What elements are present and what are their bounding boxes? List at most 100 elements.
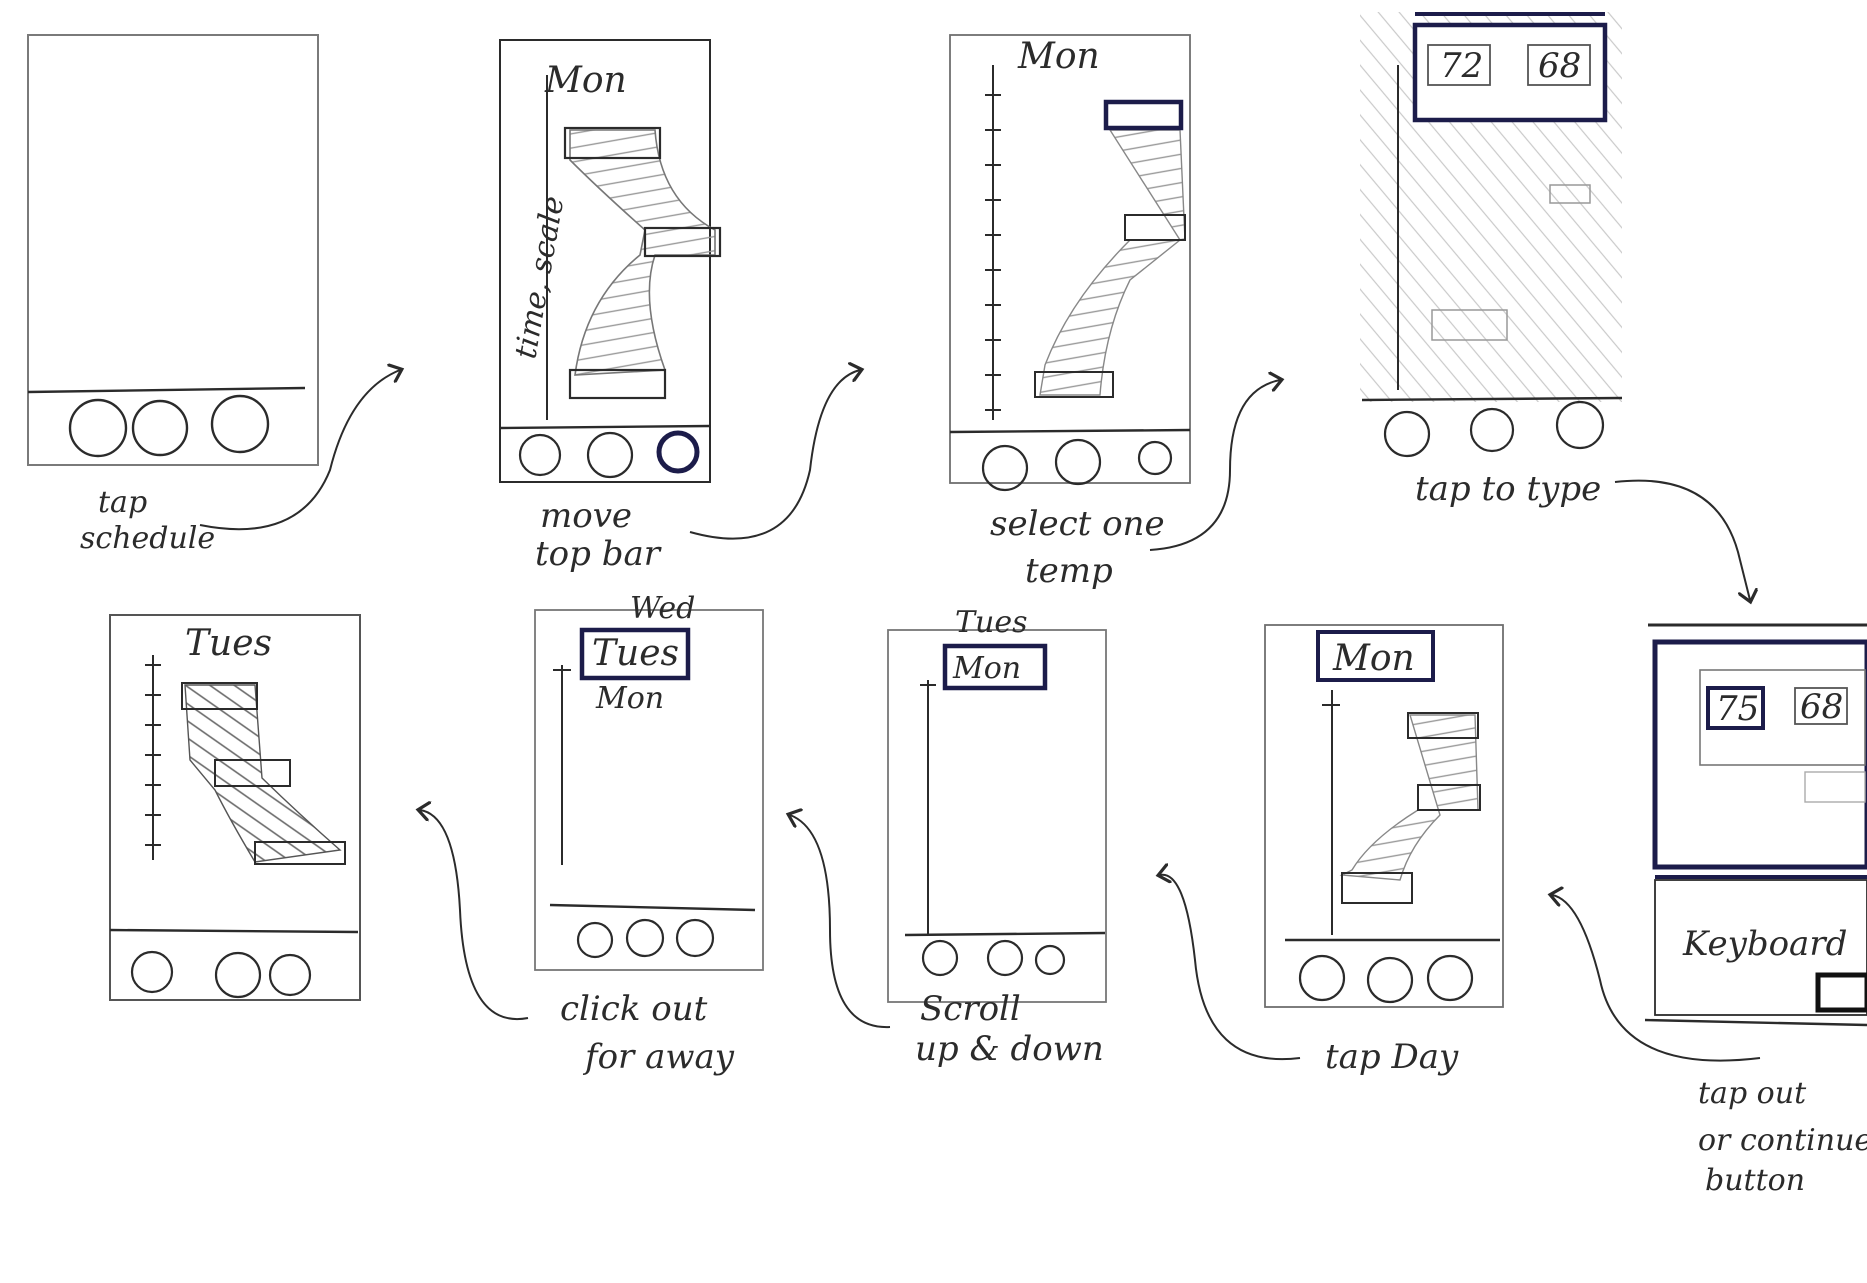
- nav-button-2-icon[interactable]: [1469, 407, 1515, 453]
- low-temp-field[interactable]: [1527, 44, 1591, 86]
- arrow-4-to-5: [1614, 479, 1750, 600]
- annotation-tap-out-1: tap out: [1698, 1076, 1807, 1111]
- schedule-button-icon[interactable]: [656, 430, 700, 474]
- high-temp-value: 75: [1716, 689, 1759, 729]
- day-selector[interactable]: [1316, 630, 1435, 682]
- day-above-label[interactable]: Wed: [630, 591, 695, 626]
- temp-handle-top[interactable]: [181, 682, 258, 710]
- temperature-band: [1339, 714, 1479, 881]
- screen-6-graph: Mon: [1264, 624, 1504, 1008]
- high-temp-field[interactable]: [1706, 686, 1765, 730]
- axis-label: time, scale: [508, 193, 571, 361]
- high-temp-field[interactable]: [1427, 44, 1491, 86]
- nav-button-2-icon[interactable]: [625, 918, 665, 958]
- nav-button-2-icon[interactable]: [1366, 956, 1414, 1004]
- temp-handle-top[interactable]: [1407, 712, 1479, 739]
- nav-button-3-icon[interactable]: [675, 918, 715, 958]
- day-selected-label[interactable]: Tues: [592, 633, 679, 674]
- annotations: tap schedule move top bar select one tem…: [80, 469, 1867, 1198]
- temp-handle-middle[interactable]: [1124, 214, 1186, 241]
- screen-4-temp-popup: 72 68: [1360, 12, 1623, 458]
- annotation-scroll-2: up & down: [915, 1029, 1104, 1069]
- day-label[interactable]: Mon: [1332, 638, 1415, 679]
- temperature-band: [569, 129, 716, 376]
- screen-3-select-temp: Mon: [949, 34, 1191, 492]
- day-above-label[interactable]: Tues: [955, 605, 1027, 640]
- annotation-scroll-1: Scroll: [920, 989, 1021, 1029]
- nav-button-1-icon[interactable]: [921, 939, 959, 977]
- nav-button-1-icon[interactable]: [518, 433, 562, 477]
- day-label[interactable]: Mon: [544, 60, 627, 101]
- arrow-2-to-3: [689, 370, 860, 540]
- screen-5-keyboard-entry: 75 68 Keyboard: [1644, 623, 1867, 1027]
- annotation-select-temp-1: select one: [990, 504, 1165, 544]
- screen-7-day-scroll: Tues Mon: [887, 605, 1107, 1003]
- temp-handle-bottom[interactable]: [1034, 371, 1114, 398]
- nav-button-2-icon[interactable]: [1054, 438, 1102, 486]
- low-temp-value: 68: [1800, 687, 1843, 727]
- temp-handle-bottom[interactable]: [254, 841, 346, 865]
- annotation-tap-out-2: or continue: [1698, 1123, 1867, 1158]
- selected-temp-handle[interactable]: [1103, 99, 1184, 131]
- time-handle-bottom[interactable]: [568, 368, 667, 400]
- arrow-3-to-4: [1149, 380, 1280, 551]
- day-label[interactable]: Tues: [185, 623, 272, 664]
- annotation-move-top-bar-2: top bar: [535, 534, 662, 574]
- temp-handle-middle[interactable]: [214, 759, 291, 787]
- screen-9-tues-graph: Tues: [109, 614, 361, 1001]
- annotation-tap-day: tap Day: [1325, 1037, 1459, 1077]
- nav-button-2-icon[interactable]: [131, 399, 189, 457]
- nav-button-1-icon[interactable]: [1298, 954, 1346, 1002]
- screen-1-home: [27, 34, 319, 466]
- keyboard-label: Keyboard: [1682, 924, 1847, 964]
- nav-button-1-icon[interactable]: [981, 444, 1029, 492]
- temp-handle-middle[interactable]: [1417, 784, 1481, 811]
- nav-button-1-icon[interactable]: [68, 398, 128, 458]
- day-below-label[interactable]: Mon: [595, 681, 664, 716]
- day-selector[interactable]: [942, 643, 1048, 691]
- high-temp-value: 72: [1440, 46, 1483, 86]
- nav-button-1-icon[interactable]: [1383, 410, 1431, 458]
- arrow-1-to-2: [199, 370, 400, 531]
- annotation-click-out-2: for away: [582, 1037, 735, 1077]
- arrow-6-to-7: [1160, 875, 1301, 1061]
- nav-button-3-icon[interactable]: [1137, 440, 1173, 476]
- arrow-5-to-6: [1552, 895, 1761, 1062]
- nav-button-3-icon[interactable]: [1034, 944, 1066, 976]
- nav-button-2-icon[interactable]: [586, 431, 634, 479]
- day-selector[interactable]: [579, 627, 691, 681]
- screen-8-day-scroll: Wed Tues Mon: [534, 591, 764, 971]
- day-selected-label[interactable]: Mon: [952, 651, 1021, 686]
- continue-button[interactable]: [1815, 972, 1867, 1013]
- annotation-select-temp-2: temp: [1025, 551, 1113, 591]
- low-temp-field[interactable]: [1794, 687, 1848, 725]
- nav-button-2-icon[interactable]: [986, 939, 1024, 977]
- annotation-click-out-1: click out: [560, 989, 708, 1029]
- annotation-move-top-bar-1: move: [540, 496, 632, 536]
- temperature-band: [184, 684, 342, 863]
- annotation-tap-out-3: button: [1705, 1163, 1805, 1198]
- day-label[interactable]: Mon: [1017, 36, 1100, 77]
- schedule-button-icon[interactable]: [210, 394, 270, 454]
- nav-button-3-icon[interactable]: [268, 953, 312, 997]
- arrow-8-to-9: [420, 810, 529, 1021]
- nav-button-3-icon[interactable]: [1426, 954, 1474, 1002]
- annotation-tap-to-type: tap to type: [1415, 469, 1601, 509]
- arrow-7-to-8: [790, 815, 891, 1029]
- time-handle-top[interactable]: [563, 126, 662, 160]
- screen-2-schedule: Mon time, scale: [499, 39, 722, 483]
- temperature-band: [1039, 129, 1186, 396]
- time-handle-middle[interactable]: [643, 226, 722, 258]
- nav-button-1-icon[interactable]: [130, 950, 174, 994]
- low-temp-value: 68: [1538, 46, 1581, 86]
- flow-arrows: [199, 370, 1761, 1062]
- keyboard-area[interactable]: [1654, 879, 1867, 1016]
- annotation-tap-schedule-1: tap: [98, 485, 147, 520]
- temp-handle-bottom[interactable]: [1341, 872, 1413, 904]
- nav-button-3-icon[interactable]: [1555, 400, 1605, 450]
- annotation-tap-schedule-2: schedule: [80, 521, 215, 556]
- nav-button-2-icon[interactable]: [214, 951, 262, 999]
- nav-button-1-icon[interactable]: [576, 921, 614, 959]
